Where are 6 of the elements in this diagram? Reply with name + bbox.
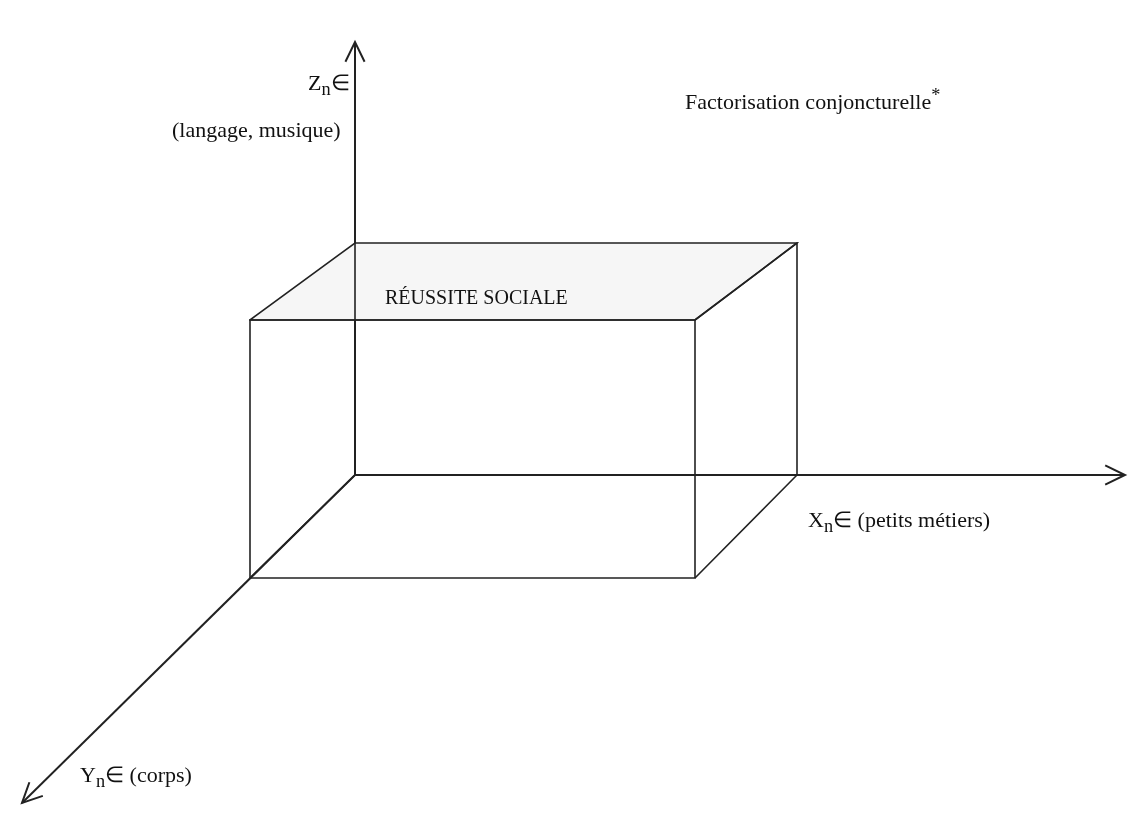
axis-label: Z$_{n}$∈ bbox=[308, 70, 350, 101]
box-label: RÉUSSITE SOCIALE bbox=[385, 286, 568, 309]
axis-label: Y$_{n}$∈ (corps) bbox=[80, 762, 192, 793]
axis-label: X$_{n}$∈ (petits métiers) bbox=[808, 507, 991, 538]
title-note: Factorisation conjoncturelle$^{*}$ bbox=[685, 85, 941, 116]
axis-label: (langage, musique) bbox=[172, 117, 341, 143]
